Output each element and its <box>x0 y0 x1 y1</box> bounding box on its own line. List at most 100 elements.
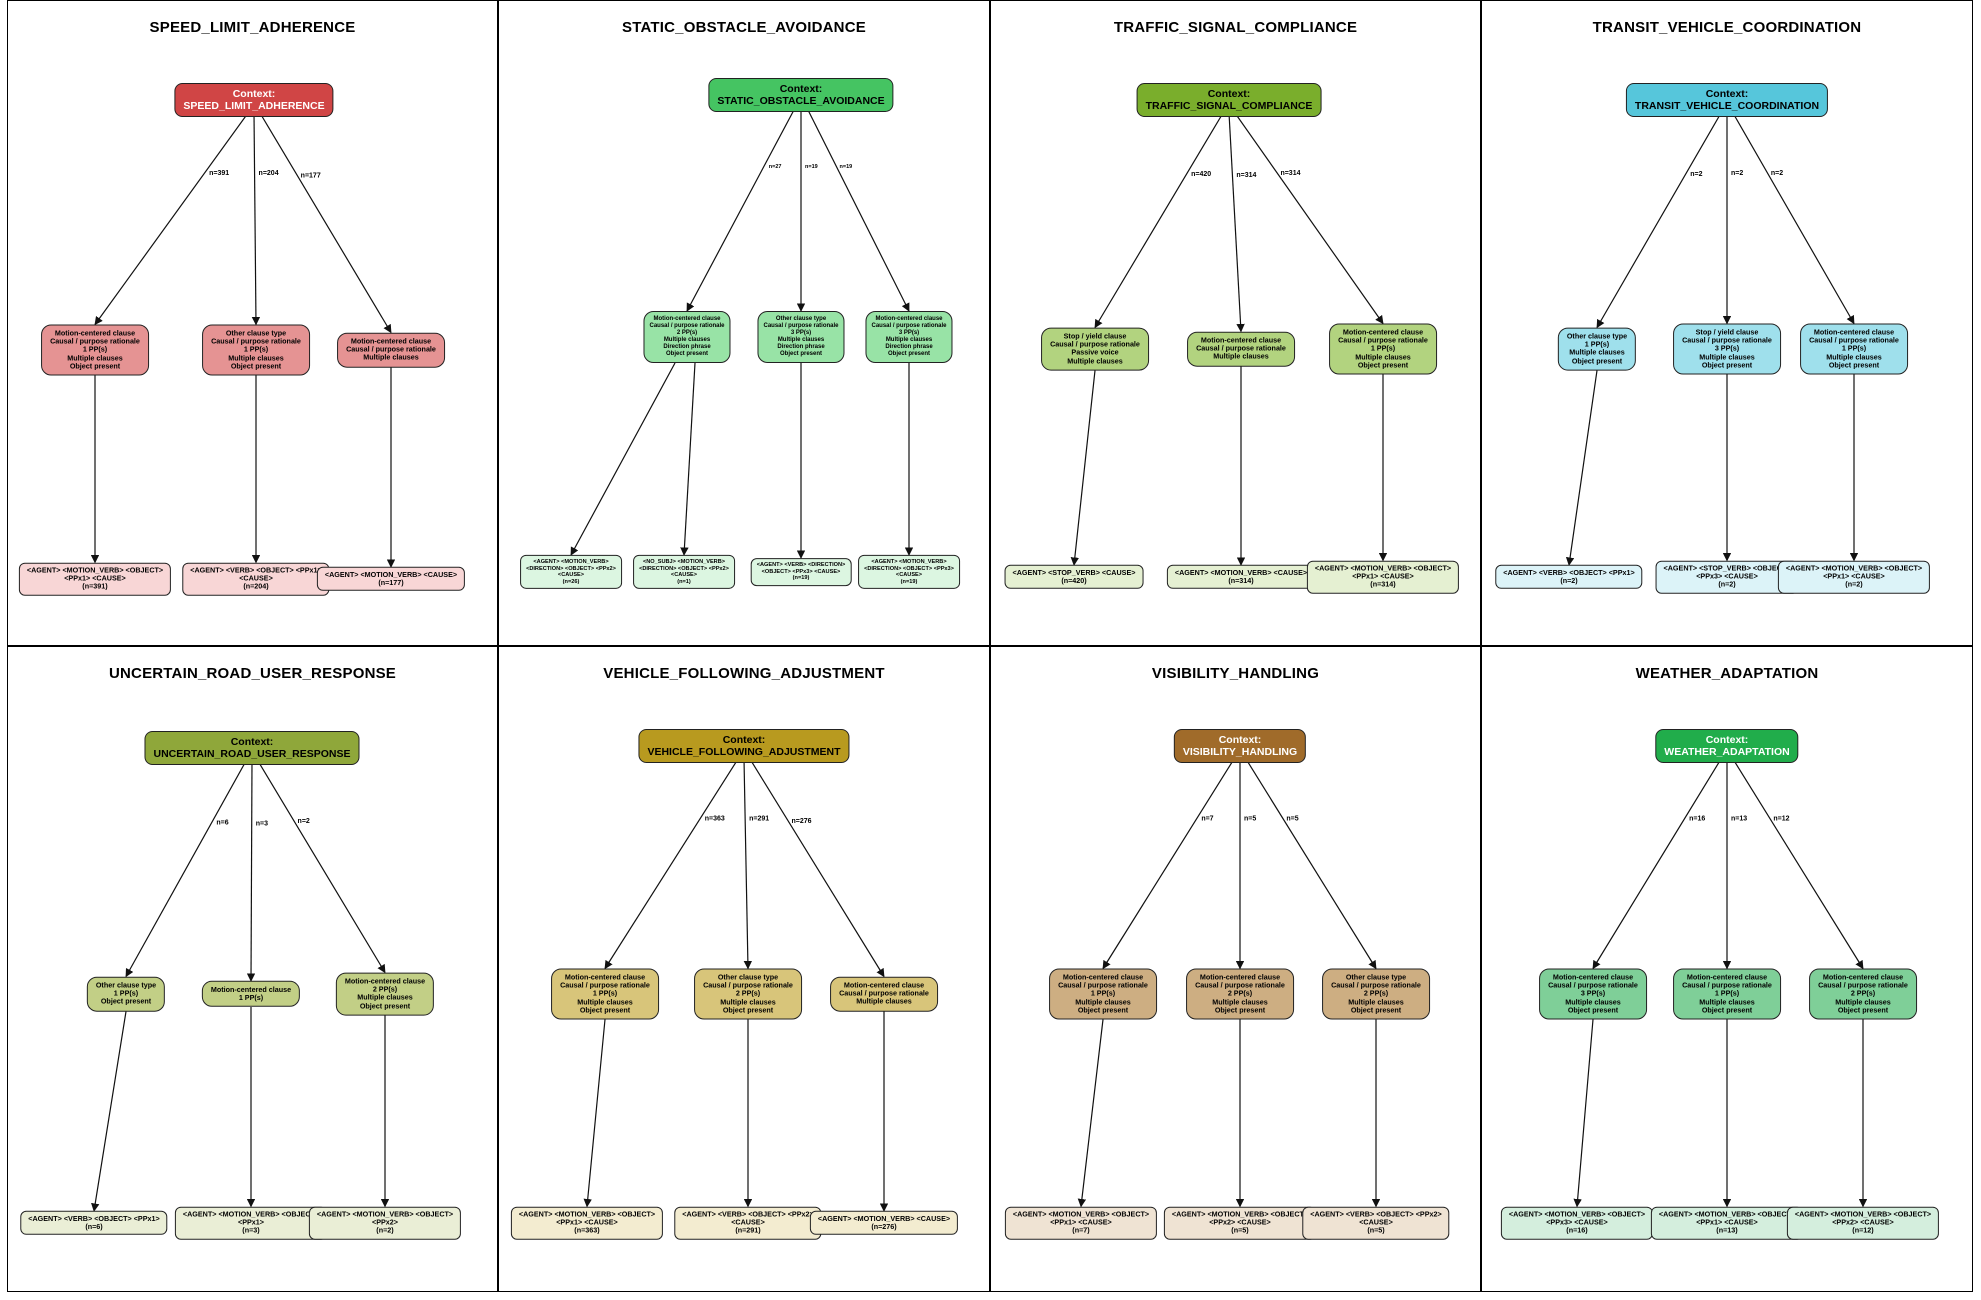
pattern-node-line: 2 PP(s) <box>1227 988 1253 998</box>
context-node: Context:TRANSIT_VEHICLE_COORDINATION <box>1625 83 1829 117</box>
template-leaf-node-line: (n=2) <box>376 1226 394 1236</box>
template-leaf-node-line: (n=16) <box>1566 1226 1588 1236</box>
pattern-node-line: Causal / purpose rationale <box>560 980 650 990</box>
pattern-node-line: 2 PP(s) <box>735 988 761 998</box>
pattern-node-line: Motion-centered clause <box>653 316 721 322</box>
template-leaf-node-line: (n=314) <box>1228 576 1254 585</box>
pattern-node-line: Causal / purpose rationale <box>763 323 839 329</box>
template-leaf-node-line: <PPx1> <CAUSE> <box>1050 1217 1112 1227</box>
pattern-node-line: Multiple clauses <box>777 337 825 343</box>
pattern-node-line: Multiple clauses <box>1355 352 1411 362</box>
pattern-node-line: Object present <box>359 1001 411 1011</box>
template-leaf-node: <AGENT> <STOP_VERB> <OBJECT><PPx3> <CAUS… <box>1655 560 1799 594</box>
template-leaf-node-line: <PPx1> <CAUSE> <box>556 1217 618 1227</box>
context-to-pattern-edge <box>1102 758 1235 970</box>
pattern-node-line: Object present <box>1701 360 1753 370</box>
pattern-node-line: 3 PP(s) <box>898 330 920 336</box>
pattern-node-line: Causal / purpose rationale <box>703 980 793 990</box>
context-node: Context:SPEED_LIMIT_ADHERENCE <box>174 83 334 117</box>
panel-title: WEATHER_ADAPTATION <box>1635 665 1819 682</box>
pattern-node-line: Multiple clauses <box>1212 997 1268 1007</box>
template-leaf-node-line: <AGENT> <MOTION_VERB> <OBJECT> <box>1785 563 1923 573</box>
template-leaf-node-line: <PPx3> <CAUSE> <box>1696 571 1758 581</box>
pattern-node-line: Object present <box>230 361 282 371</box>
panel-title: SPEED_LIMIT_ADHERENCE <box>149 19 356 36</box>
edge-count-label: n=276 <box>792 818 812 825</box>
pattern-node-line: Other clause type <box>1345 972 1407 982</box>
pattern-node-line: Motion-centered clause <box>210 984 292 994</box>
pattern-node-line: Multiple clauses <box>363 353 419 363</box>
pattern-node-line: 1 PP(s) <box>238 993 264 1002</box>
context-to-pattern-edge <box>94 112 249 326</box>
pattern-node-line: Direction phrase <box>777 344 825 350</box>
template-leaf-node-line: (n=276) <box>871 1222 897 1231</box>
pattern-node-line: Object present <box>100 997 152 1007</box>
pattern-node-line: Direction phrase <box>885 344 933 350</box>
context-node-line: Context: <box>1207 88 1251 100</box>
pattern-node-line: Motion-centered clause <box>1200 335 1282 345</box>
context-node: Context:VEHICLE_FOLLOWING_ADJUSTMENT <box>638 729 850 763</box>
pattern-node-line: Multiple clauses <box>1699 352 1755 362</box>
template-leaf-node-line: <AGENT> <VERB> <OBJECT> <PPx2> <box>1310 1209 1442 1219</box>
template-leaf-node-line: (n=2) <box>1845 580 1863 590</box>
pattern-node-line: Causal / purpose rationale <box>839 988 929 998</box>
template-leaf-node: <AGENT> <MOTION_VERB> <CAUSE>(n=276) <box>809 1210 959 1236</box>
pattern-node-line: Passive voice <box>1071 348 1119 357</box>
pattern-node-line: Motion-centered clause <box>843 980 925 990</box>
template-leaf-node-line: (n=6) <box>85 1222 103 1231</box>
context-node-line: Context: <box>1705 734 1749 746</box>
context-to-pattern-edge <box>1592 758 1722 970</box>
edge-count-label: n=19 <box>805 164 818 170</box>
template-leaf-node-line: (n=3) <box>242 1226 260 1236</box>
pattern-node-line: Causal / purpose rationale <box>871 323 947 329</box>
template-leaf-node: <AGENT> <MOTION_VERB> <OBJECT><PPx1>(n=3… <box>174 1206 328 1240</box>
pattern-node-line: 1 PP(s) <box>243 344 269 354</box>
template-leaf-node-line: <AGENT> <MOTION_VERB> <OBJECT> <box>1171 1209 1309 1219</box>
template-leaf-node-line: <AGENT> <MOTION_VERB> <OBJECT> <box>316 1209 454 1219</box>
pattern-node-line: Object present <box>1828 360 1880 370</box>
pattern-node-line: Object present <box>1571 356 1623 366</box>
pattern-to-template-edge <box>1565 370 1598 566</box>
edge-count-label: n=5 <box>1286 816 1298 823</box>
pattern-node-line: Stop / yield clause <box>1063 331 1127 341</box>
pattern-node-line: 2 PP(s) <box>676 330 698 336</box>
template-leaf-node-line: <AGENT> <VERB> <OBJECT> <PPx1> <box>190 565 322 575</box>
template-leaf-node-line: <CAUSE> <box>239 573 273 583</box>
pattern-node-line: Object present <box>665 351 708 357</box>
pattern-node-line: Causal / purpose rationale <box>649 323 725 329</box>
template-leaf-node-line: <AGENT> <MOTION_VERB> <OBJECT> <box>1794 1209 1932 1219</box>
edge-count-label: n=19 <box>840 164 853 170</box>
template-leaf-node-line: (n=12) <box>1852 1226 1874 1236</box>
template-leaf-node: <AGENT> <VERB> <OBJECT> <PPx2><CAUSE>(n=… <box>1302 1206 1450 1240</box>
pattern-node-line: 1 PP(s) <box>1714 988 1740 998</box>
context-node-line: TRANSIT_VEHICLE_COORDINATION <box>1634 100 1820 112</box>
template-leaf-node-line: <AGENT> <VERB> <OBJECT> <PPx2> <box>682 1209 814 1219</box>
template-leaf-node-line: <PPx2> <CAUSE> <box>1209 1217 1271 1227</box>
context-node-line: VEHICLE_FOLLOWING_ADJUSTMENT <box>647 746 841 758</box>
pattern-node-line: Motion-centered clause <box>344 976 426 986</box>
pattern-node-line: Causal / purpose rationale <box>1050 339 1140 349</box>
context-to-pattern-edge <box>251 112 261 326</box>
template-leaf-node: <AGENT> <MOTION_VERB> <OBJECT><PPx1> <CA… <box>1306 560 1460 594</box>
edge-count-label: n=12 <box>1773 816 1789 823</box>
template-leaf-node: <AGENT> <MOTION_VERB> <OBJECT><PPx1> <CA… <box>510 1206 664 1240</box>
context-node: Context:STATIC_OBSTACLE_AVOIDANCE <box>708 78 894 112</box>
context-node-line: Context: <box>230 736 274 748</box>
pattern-node-line: Causal / purpose rationale <box>1682 980 1772 990</box>
pattern-node-line: Multiple clauses <box>67 353 123 363</box>
pattern-to-template-edge <box>583 1019 606 1208</box>
pattern-node-line: 2 PP(s) <box>1363 988 1389 998</box>
pattern-node-line: Motion-centered clause <box>1822 972 1904 982</box>
template-leaf-node-line: <DIRECTION> <OBJECT> <PPx2> <box>639 565 729 572</box>
context-to-pattern-edge <box>686 107 796 312</box>
edge-count-label: n=291 <box>749 816 769 823</box>
context-node: Context:TRAFFIC_SIGNAL_COMPLIANCE <box>1136 83 1322 117</box>
